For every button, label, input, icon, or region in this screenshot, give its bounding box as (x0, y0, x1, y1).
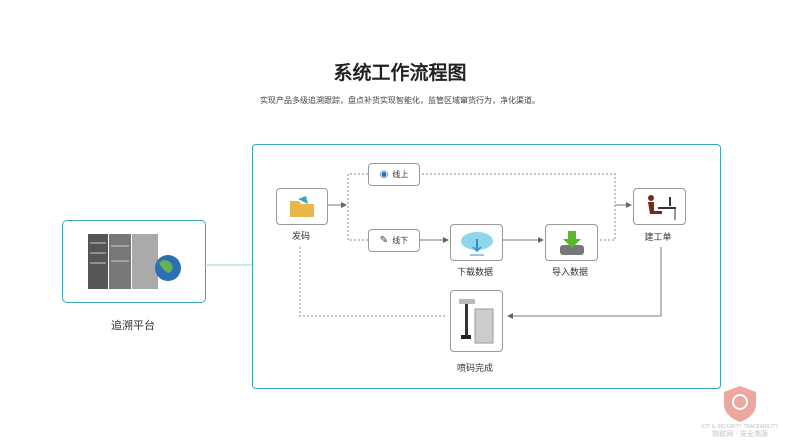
online-node[interactable]: ◉ 线上 (368, 163, 420, 186)
platform-label: 追溯平台 (111, 319, 155, 332)
watermark-logo: IOT & SECURITY TRACEABILITY 物联网 · 安全溯源 (690, 384, 790, 438)
import-label: 导入数据 (551, 268, 588, 278)
print-done-label: 喷码完成 (456, 364, 493, 374)
online-label: 线上 (392, 170, 409, 179)
platform-box[interactable] (62, 220, 206, 303)
watermark-en: IOT & SECURITY TRACEABILITY (701, 424, 779, 430)
import-drive-icon (559, 230, 584, 255)
download-node[interactable] (450, 224, 503, 261)
inkjet-printer-icon (458, 299, 493, 344)
ie-globe-icon: ◉ (379, 169, 389, 180)
shield-logo-icon (724, 386, 756, 422)
person-at-desk-icon (647, 194, 676, 220)
folder-icon (290, 195, 314, 217)
work-order-node[interactable] (633, 188, 686, 225)
server-globe-icon (88, 234, 181, 289)
person-computer-icon: ✎ (379, 235, 389, 246)
cloud-download-icon (460, 231, 493, 255)
print-done-node[interactable] (450, 290, 503, 352)
offline-node[interactable]: ✎ 线下 (368, 229, 420, 252)
download-label: 下载数据 (456, 268, 493, 278)
page-title: 系统工作流程图 (333, 62, 467, 84)
work-order-label: 建工单 (644, 233, 672, 243)
workflow-frame (252, 144, 721, 389)
issue-code-node[interactable] (276, 188, 328, 225)
watermark-cn: 物联网 · 安全溯源 (712, 430, 768, 438)
offline-label: 线下 (392, 236, 409, 245)
import-node[interactable] (545, 224, 598, 261)
issue-code-label: 发码 (291, 232, 310, 242)
page-subtitle: 实现产品多级追溯跟踪，盘点补货实现智能化，监管区域窜货行为，净化渠道。 (260, 96, 540, 105)
